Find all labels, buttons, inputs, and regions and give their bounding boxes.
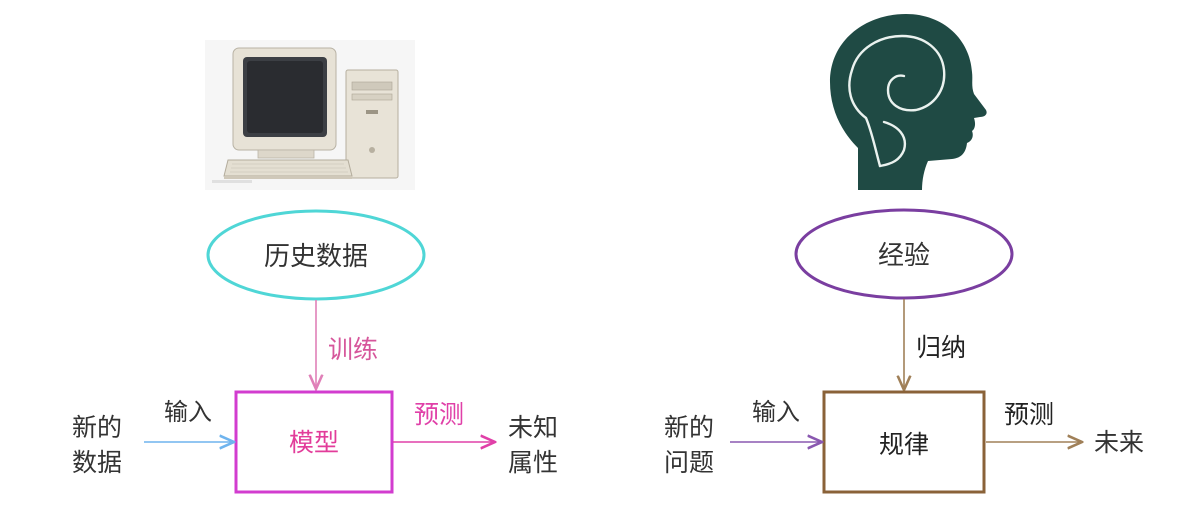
predict-label-left: 预测 <box>414 400 464 429</box>
head-image <box>830 14 987 190</box>
unknown-attr-line2: 属性 <box>508 448 558 477</box>
new-data-line2: 数据 <box>72 448 122 477</box>
computer-image <box>205 40 415 190</box>
input-label-left: 输入 <box>164 398 212 426</box>
new-question-line1: 新的 <box>664 413 714 442</box>
train-label: 训练 <box>328 335 378 364</box>
future-label: 未来 <box>1094 428 1144 457</box>
induce-label: 归纳 <box>916 333 966 362</box>
new-question-line2: 问题 <box>664 448 714 477</box>
history-data-ellipse <box>206 209 426 301</box>
new-data-line1: 新的 <box>72 413 122 442</box>
model-box <box>234 390 394 494</box>
rule-box <box>822 390 986 494</box>
experience-label: 经验 <box>878 241 930 271</box>
history-data-label: 历史数据 <box>264 242 368 272</box>
unknown-attr-line1: 未知 <box>508 413 558 442</box>
predict-label-right: 预测 <box>1004 400 1054 429</box>
experience-ellipse <box>794 208 1014 300</box>
rule-label: 规律 <box>879 430 929 459</box>
input-label-right: 输入 <box>752 398 800 426</box>
model-label: 模型 <box>289 428 339 457</box>
